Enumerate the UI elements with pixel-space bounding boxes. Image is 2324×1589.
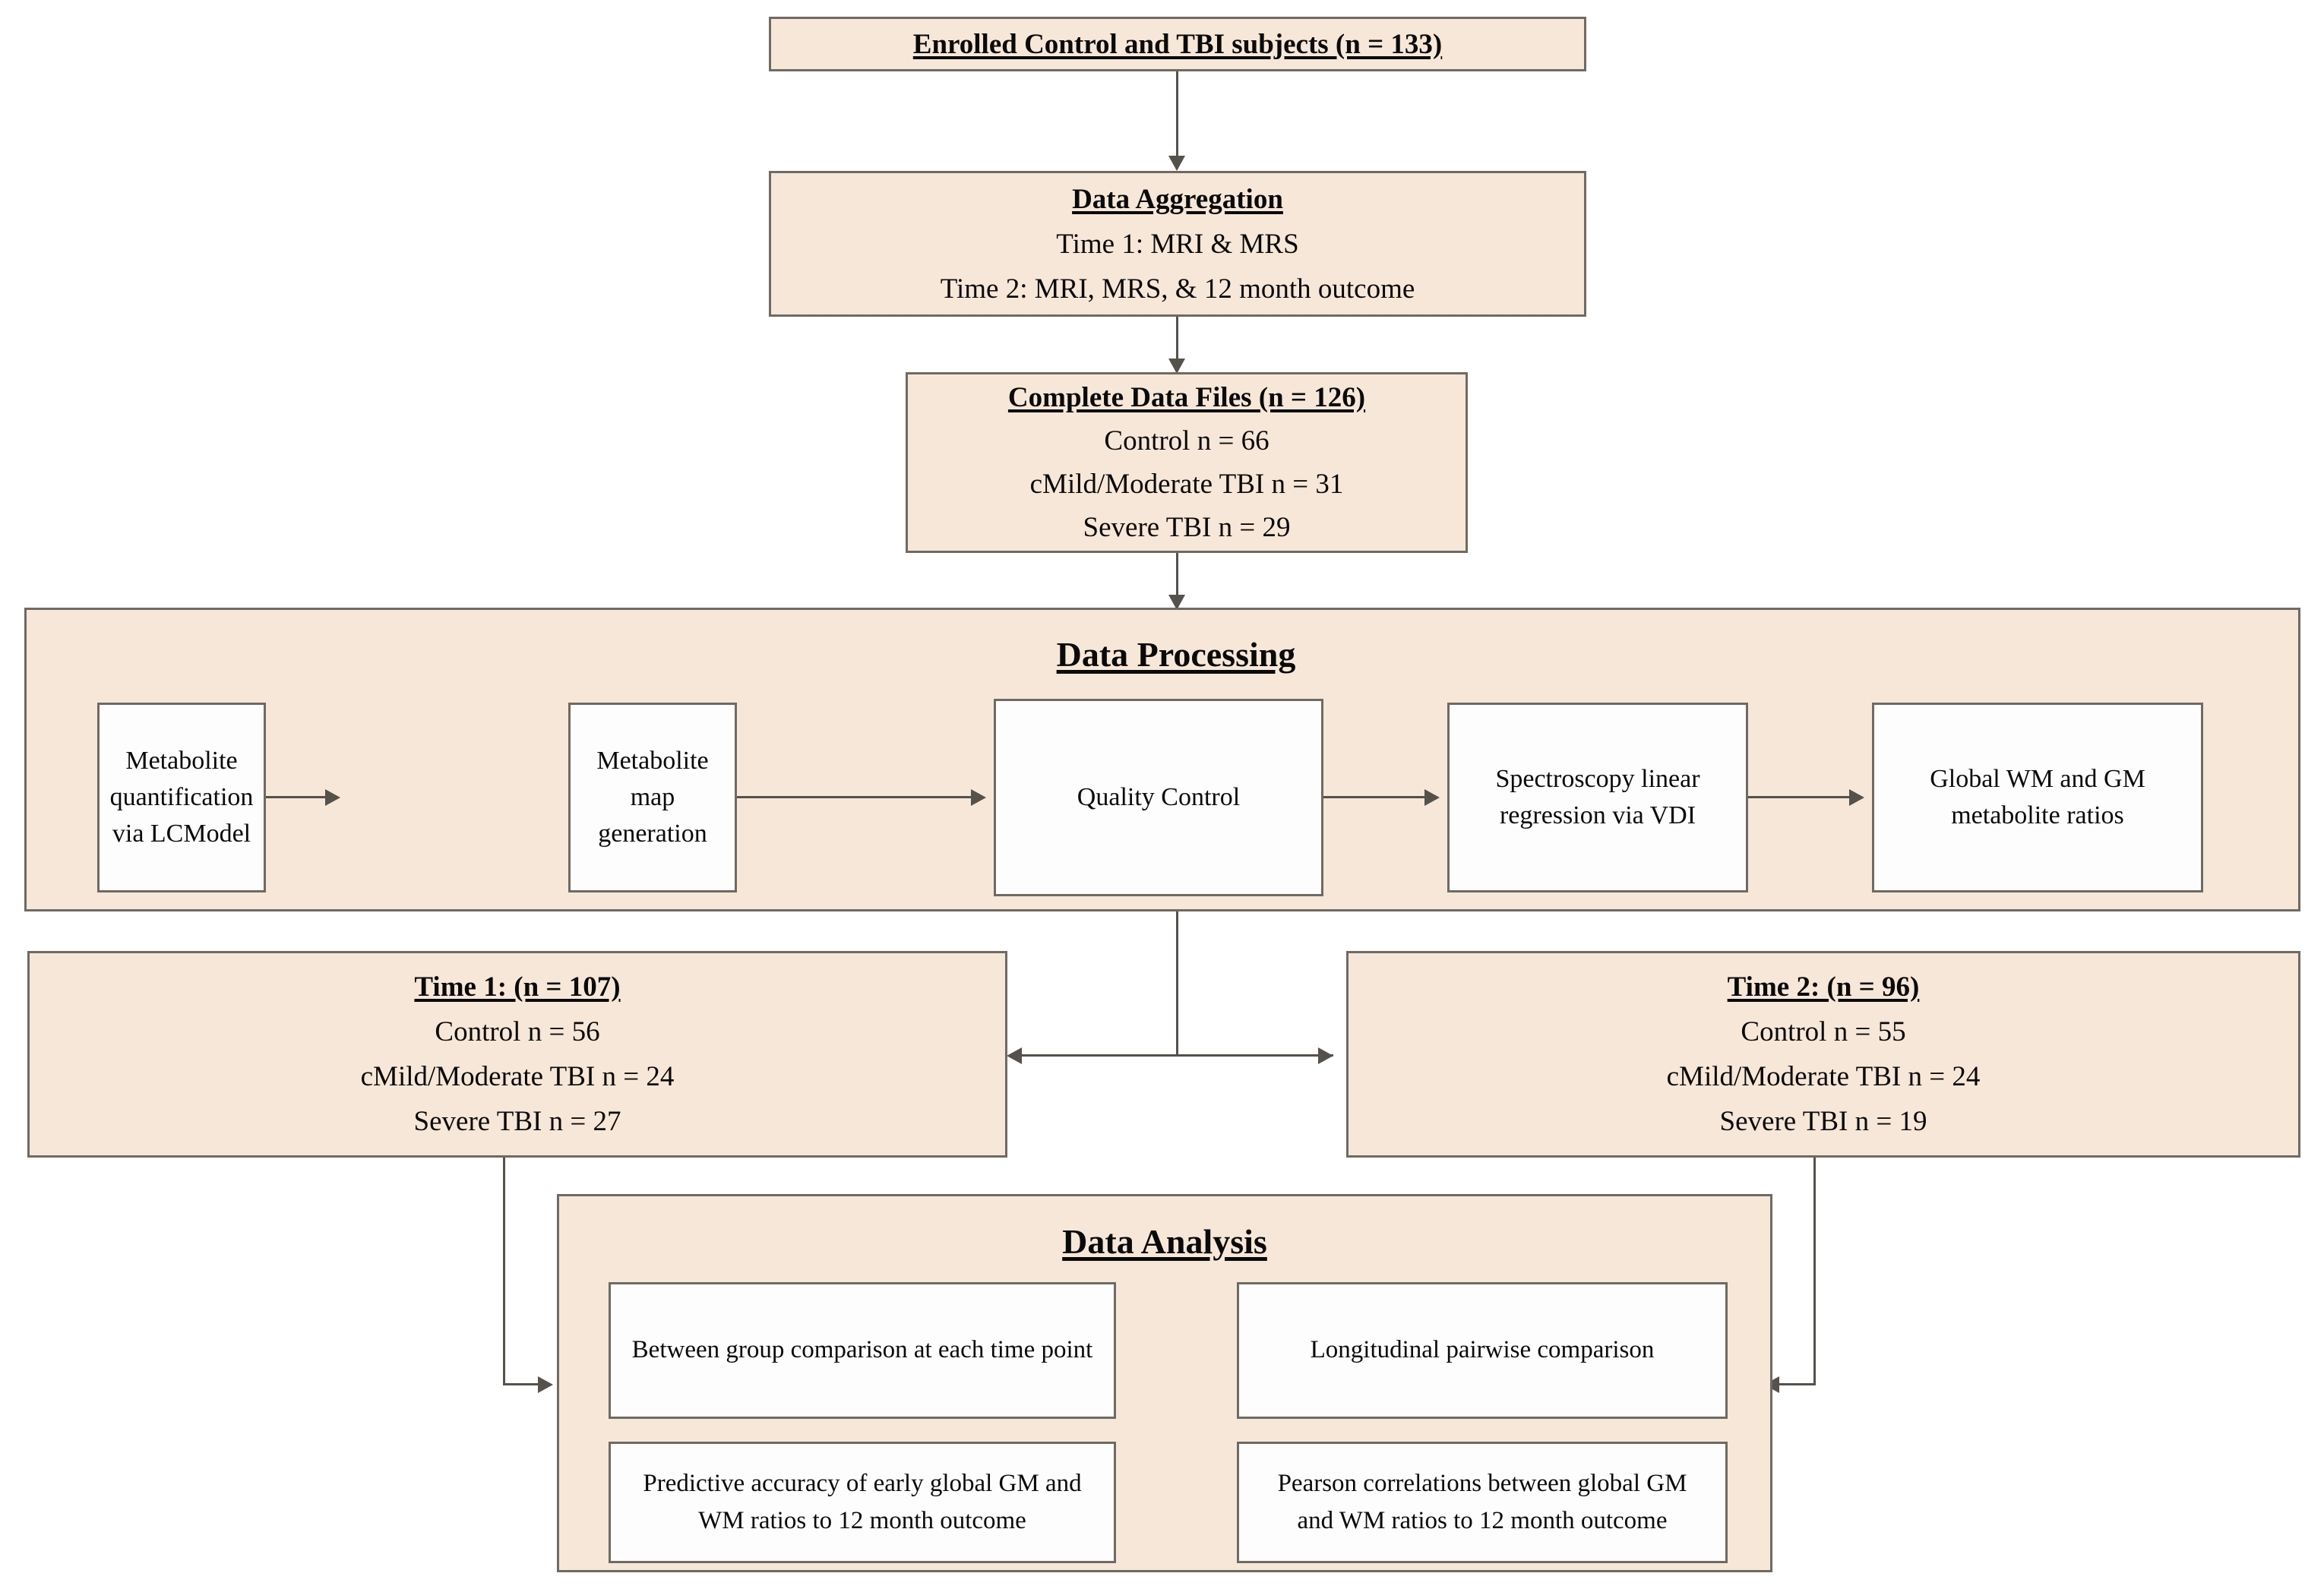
step-quality-control: Quality Control: [994, 699, 1323, 896]
step-label: Quality Control: [1077, 782, 1241, 811]
node-complete-files-title: Complete Data Files (n = 126): [1007, 382, 1366, 413]
connector-step3-to-step4: [1323, 796, 1432, 798]
node-complete-data-files: Complete Data Files (n = 126) Control n …: [906, 372, 1468, 553]
analysis-label: Longitudinal pairwise comparison: [1310, 1336, 1655, 1364]
analysis-label: Between group comparison at each time po…: [631, 1336, 1093, 1364]
step-metabolite-map-generation: Metabolite map generation: [568, 703, 737, 892]
node-time-1-line-3: Severe TBI n = 27: [413, 1106, 621, 1137]
analysis-label: Pearson correlations between global GM a…: [1277, 1469, 1687, 1535]
connector-time2-to-analysis-horizontal: [1778, 1383, 1816, 1385]
node-time-1-line-2: cMild/Moderate TBI n = 24: [360, 1061, 675, 1092]
analysis-label: Predictive accuracy of early global GM a…: [643, 1469, 1082, 1535]
connector-step2-to-step3: [737, 796, 979, 798]
arrowhead-right-time2: [1318, 1047, 1333, 1064]
node-time-1-title: Time 1: (n = 107): [414, 971, 621, 1003]
node-data-aggregation: Data Aggregation Time 1: MRI & MRS Time …: [769, 171, 1586, 317]
node-time-1: Time 1: (n = 107) Control n = 56 cMild/M…: [27, 951, 1007, 1158]
connector-time1-to-analysis-vertical: [503, 1158, 505, 1385]
node-aggregation-line-1: Time 1: MRI & MRS: [1056, 228, 1299, 260]
connector-complete-files-to-processing: [1176, 553, 1178, 610]
arrowhead-down-processing: [1168, 595, 1185, 610]
node-aggregation-title: Data Aggregation: [1072, 183, 1283, 215]
node-time-1-line-1: Control n = 56: [435, 1016, 600, 1047]
step-label: Global WM and GM metabolite ratios: [1930, 764, 2145, 829]
connector-step1-to-step2: [266, 796, 333, 798]
step-label: Metabolite quantification via LCModel: [109, 746, 254, 848]
analysis-pearson-correlations: Pearson correlations between global GM a…: [1237, 1442, 1728, 1563]
connector-processing-to-timepoints: [1176, 911, 1178, 1055]
node-enrolled-subjects: Enrolled Control and TBI subjects (n = 1…: [769, 17, 1586, 71]
node-time-2-line-1: Control n = 55: [1741, 1016, 1906, 1047]
group-data-processing-title: Data Processing: [1056, 635, 1296, 674]
analysis-predictive-accuracy: Predictive accuracy of early global GM a…: [609, 1442, 1116, 1563]
connector-aggregation-to-complete-files: [1176, 317, 1178, 371]
node-complete-files-line-3: Severe TBI n = 29: [1083, 512, 1291, 543]
connector-time1-to-analysis-horizontal: [503, 1383, 541, 1385]
connector-timepoints-bidirectional: [1022, 1054, 1333, 1057]
arrowhead-right-analysis-left: [538, 1376, 553, 1393]
connector-step4-to-step5: [1748, 796, 1857, 798]
step-label: Metabolite map generation: [596, 746, 709, 848]
arrowhead-right-step4: [1424, 789, 1440, 806]
step-label: Spectroscopy linear regression via VDI: [1495, 764, 1700, 829]
node-time-2-title: Time 2: (n = 96): [1727, 971, 1920, 1003]
arrowhead-right-step5: [1849, 789, 1864, 806]
arrowhead-right-step3: [971, 789, 986, 806]
analysis-between-group-comparison: Between group comparison at each time po…: [609, 1282, 1116, 1419]
arrowhead-left-time1: [1007, 1047, 1022, 1064]
node-time-2-line-2: cMild/Moderate TBI n = 24: [1666, 1061, 1981, 1092]
step-spectroscopy-linear-regression: Spectroscopy linear regression via VDI: [1447, 703, 1748, 892]
arrowhead-down-complete-files: [1168, 359, 1185, 374]
group-data-analysis-title: Data Analysis: [1062, 1222, 1267, 1261]
node-enrolled-title: Enrolled Control and TBI subjects (n = 1…: [912, 28, 1443, 60]
node-time-2-line-3: Severe TBI n = 19: [1719, 1106, 1927, 1137]
arrowhead-down-aggregation: [1168, 156, 1185, 171]
node-aggregation-line-2: Time 2: MRI, MRS, & 12 month outcome: [940, 273, 1415, 305]
step-metabolite-quantification: Metabolite quantification via LCModel: [97, 703, 266, 892]
node-time-2: Time 2: (n = 96) Control n = 55 cMild/Mo…: [1346, 951, 2300, 1158]
analysis-longitudinal-pairwise: Longitudinal pairwise comparison: [1237, 1282, 1728, 1419]
step-global-metabolite-ratios: Global WM and GM metabolite ratios: [1872, 703, 2203, 892]
connector-enrolled-to-aggregation: [1176, 71, 1178, 169]
arrowhead-right-step2: [325, 789, 340, 806]
node-complete-files-line-2: cMild/Moderate TBI n = 31: [1029, 469, 1344, 500]
node-complete-files-line-1: Control n = 66: [1104, 425, 1270, 456]
connector-time2-to-analysis-vertical: [1813, 1158, 1816, 1385]
